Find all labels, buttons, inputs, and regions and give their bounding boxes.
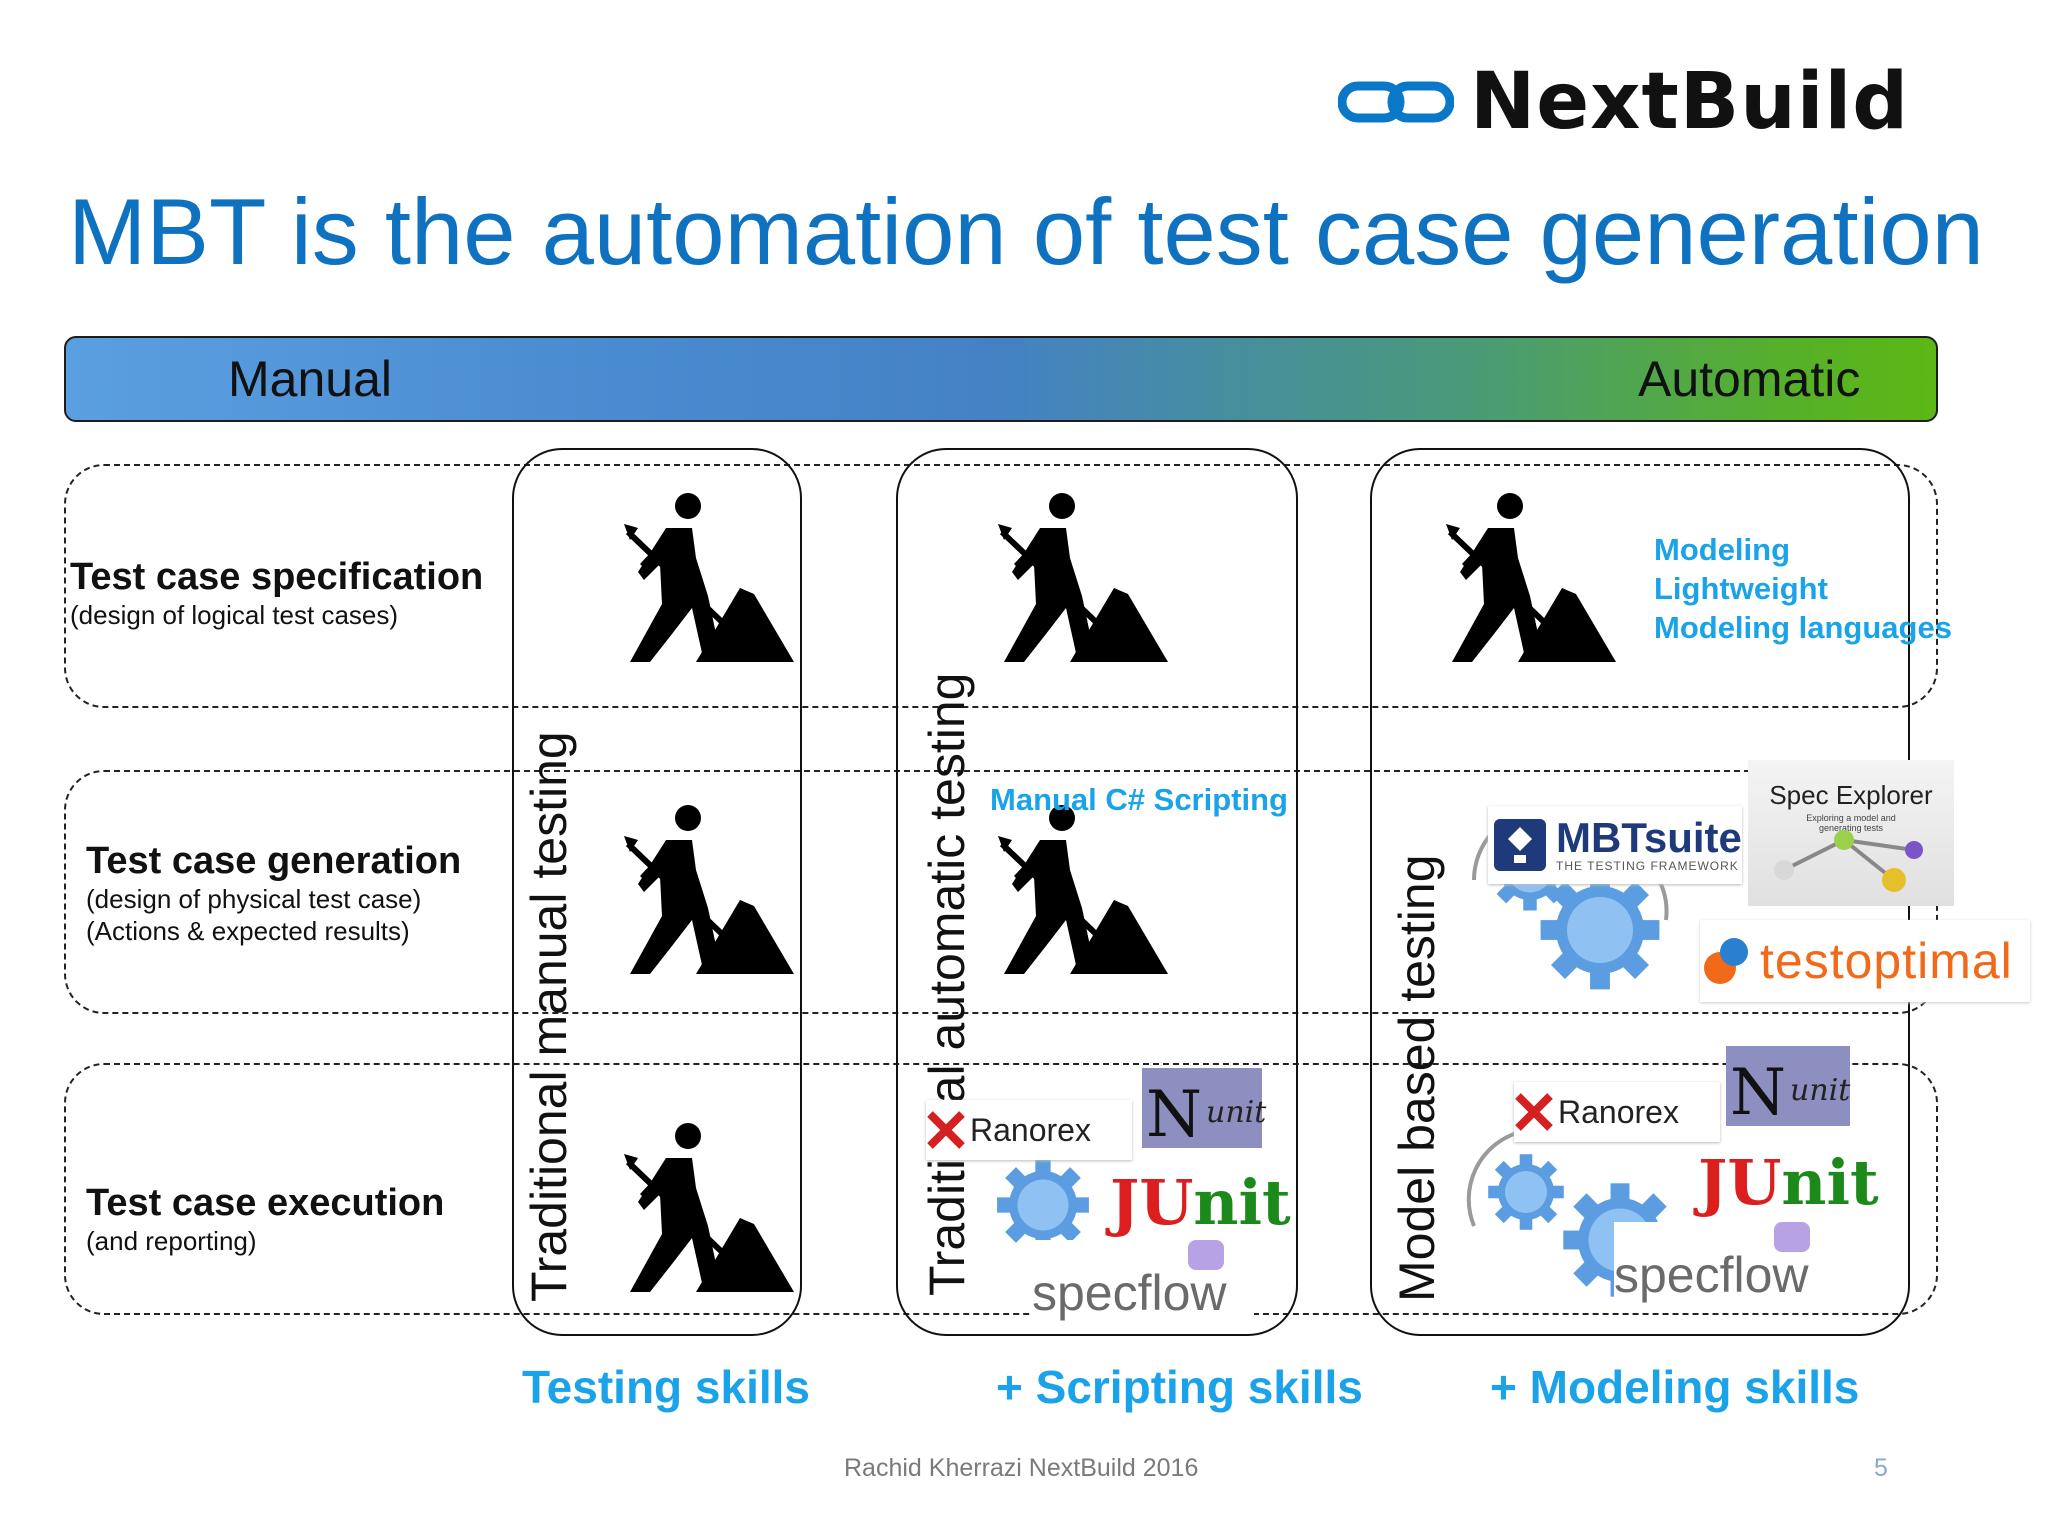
row-label-execution: Test case execution (and reporting) xyxy=(86,1182,444,1257)
column-label-manual: Traditional manual testing xyxy=(521,731,577,1302)
mbtsuite-logo: MBTsuite THE TESTING FRAMEWORK xyxy=(1488,806,1742,884)
specflow-logo: specflow xyxy=(1032,1240,1254,1322)
specflow-text: specflow xyxy=(1614,1247,1809,1303)
slide-title: MBT is the automation of test case gener… xyxy=(68,179,1984,284)
skill-label-scripting: + Scripting skills xyxy=(996,1361,1363,1413)
row-heading: Test case specification xyxy=(70,556,484,598)
nunit-logo: N unit xyxy=(1142,1068,1266,1152)
brand-name: NextBuild xyxy=(1470,57,1910,147)
row-execution xyxy=(64,1063,1938,1315)
footer-credit: Rachid Kherrazi NextBuild 2016 xyxy=(844,1454,1199,1482)
worker-digging-icon xyxy=(604,484,794,664)
nunit-big: N xyxy=(1146,1078,1202,1152)
scripting-note: Manual C# Scripting xyxy=(990,782,1288,817)
row-heading: Test case generation xyxy=(86,840,462,882)
column-label-automatic: Traditional automatic testing xyxy=(919,672,975,1296)
modeling-notes: Modeling Lightweight Modeling languages xyxy=(1654,530,1952,647)
row-heading: Test case execution xyxy=(86,1182,445,1224)
speech-bubble-icon xyxy=(1774,1222,1810,1252)
ranorex-logo: Ranorex xyxy=(926,1100,1132,1160)
testoptimal-text: testoptimal xyxy=(1760,933,2013,989)
row-subtext: (design of logical test cases) xyxy=(70,600,399,630)
skill-label-testing: Testing skills xyxy=(522,1361,811,1413)
junit-ju: JU xyxy=(1698,1145,1782,1219)
junit-logo: JU nit xyxy=(1110,1165,1291,1239)
mbtsuite-name: MBTsuite xyxy=(1556,814,1742,861)
testoptimal-icon xyxy=(1704,938,1748,984)
column-manual-testing xyxy=(512,448,802,1336)
ranorex-text: Ranorex xyxy=(970,1111,1091,1148)
spec-explorer-name: Spec Explorer xyxy=(1769,780,1933,810)
brand-logo: NextBuild xyxy=(1338,57,1909,147)
row-specification xyxy=(64,464,1938,708)
junit-nit: nit xyxy=(1193,1165,1291,1239)
row-subtext: (design of physical test case) xyxy=(86,884,422,914)
ranorex-x-icon xyxy=(927,1111,965,1149)
column-label-model-based: Model based testing xyxy=(1389,854,1445,1302)
row-subtext: (Actions & expected results) xyxy=(86,916,410,946)
speech-bubble-icon xyxy=(1188,1240,1224,1270)
row-label-generation: Test case generation (design of physical… xyxy=(86,840,461,947)
column-automatic-testing xyxy=(896,448,1298,1336)
molecule-graph-icon xyxy=(1774,830,1923,892)
bar-label-automatic: Automatic xyxy=(1638,351,1861,407)
skill-label-modeling: + Modeling skills xyxy=(1490,1361,1860,1413)
note-line: Lightweight xyxy=(1654,571,1828,606)
ranorex-text: Ranorex xyxy=(1558,1093,1679,1130)
nunit-small: unit xyxy=(1206,1095,1267,1130)
note-line: Modeling xyxy=(1654,532,1791,567)
nunit-small: unit xyxy=(1790,1073,1851,1108)
ranorex-logo: Ranorex xyxy=(1514,1082,1720,1142)
nunit-big: N xyxy=(1730,1056,1786,1130)
mbtsuite-tagline: THE TESTING FRAMEWORK xyxy=(1556,859,1739,873)
ranorex-x-icon xyxy=(1515,1093,1553,1131)
row-label-specification: Test case specification (design of logic… xyxy=(70,556,483,631)
worker-digging-icon xyxy=(1426,484,1616,664)
row-subtext: (and reporting) xyxy=(86,1226,257,1256)
worker-digging-icon xyxy=(604,796,794,976)
page-number: 5 xyxy=(1874,1454,1888,1482)
worker-digging-icon xyxy=(978,796,1168,976)
nunit-logo: N unit xyxy=(1726,1046,1850,1126)
manual-automatic-bar xyxy=(64,336,1938,422)
testoptimal-logo: testoptimal xyxy=(1700,920,2030,1002)
worker-digging-icon xyxy=(978,484,1168,664)
junit-ju: JU xyxy=(1110,1165,1194,1239)
flowchart-icon xyxy=(1494,819,1546,871)
note-line: Modeling languages xyxy=(1654,610,1952,645)
spec-explorer-tagline: Exploring a model and generating tests xyxy=(1806,813,1896,833)
chain-link-icon xyxy=(1338,81,1454,123)
specflow-text: specflow xyxy=(1032,1265,1227,1321)
spec-explorer-logo: Spec Explorer Exploring a model and gene… xyxy=(1748,760,1954,906)
specflow-logo: specflow xyxy=(1614,1222,1846,1304)
junit-nit: nit xyxy=(1781,1145,1879,1219)
gears-icon xyxy=(1466,1130,1677,1297)
bar-label-manual: Manual xyxy=(228,351,392,407)
worker-digging-icon xyxy=(604,1114,794,1294)
junit-logo: JU nit xyxy=(1698,1145,1882,1219)
